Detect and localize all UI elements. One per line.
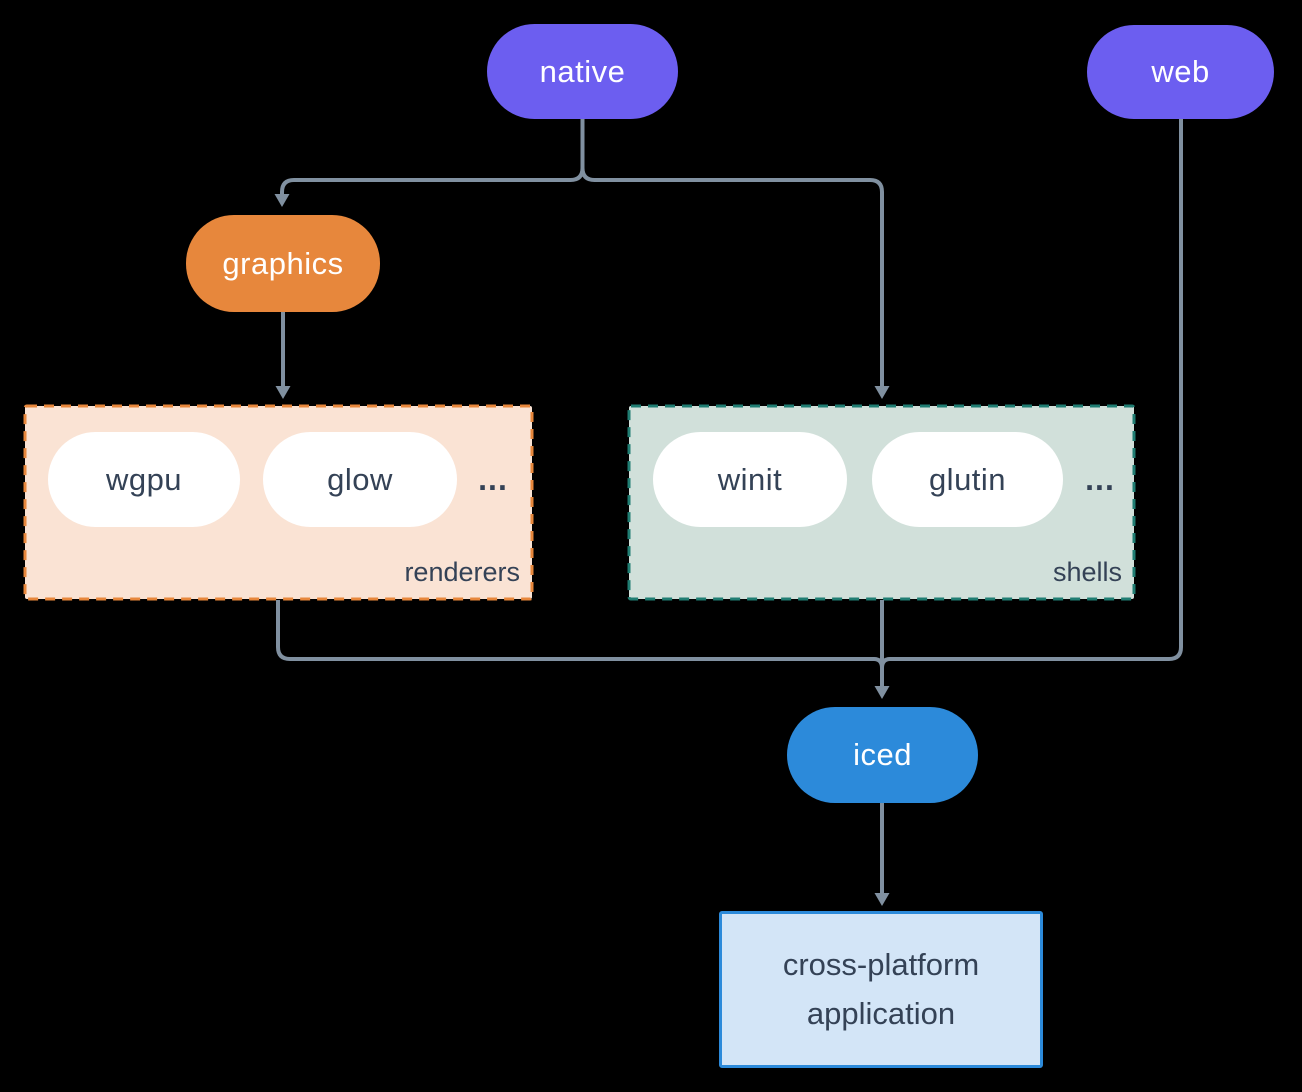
node-iced: iced (787, 707, 978, 803)
shells-label: shells (1052, 557, 1122, 587)
arrowhead-graphics (274, 194, 290, 207)
arrowhead-renderers (275, 386, 291, 399)
edge-native-to-graphics (280, 119, 585, 195)
renderers-group: wgpu glow ... renderers (24, 405, 533, 600)
arrowhead-shells (874, 386, 890, 399)
shells-group: winit glutin ... shells (628, 405, 1135, 600)
renderers-label: renderers (404, 557, 520, 587)
shells-ellipsis: ... (1085, 461, 1115, 497)
arrowhead-app (874, 893, 890, 906)
node-winit: winit (653, 432, 847, 527)
renderers-ellipsis: ... (478, 461, 508, 497)
node-graphics: graphics (186, 215, 380, 312)
node-wgpu: wgpu (48, 432, 240, 527)
node-glutin: glutin (872, 432, 1063, 527)
node-glow: glow (263, 432, 457, 527)
edge-renderers-to-merge (276, 600, 884, 669)
edge-native-to-shells (580, 119, 884, 387)
arrowhead-iced (874, 686, 890, 699)
node-native: native (487, 24, 678, 119)
node-cross-platform-application: cross-platform application (719, 911, 1043, 1068)
node-web: web (1087, 25, 1274, 119)
